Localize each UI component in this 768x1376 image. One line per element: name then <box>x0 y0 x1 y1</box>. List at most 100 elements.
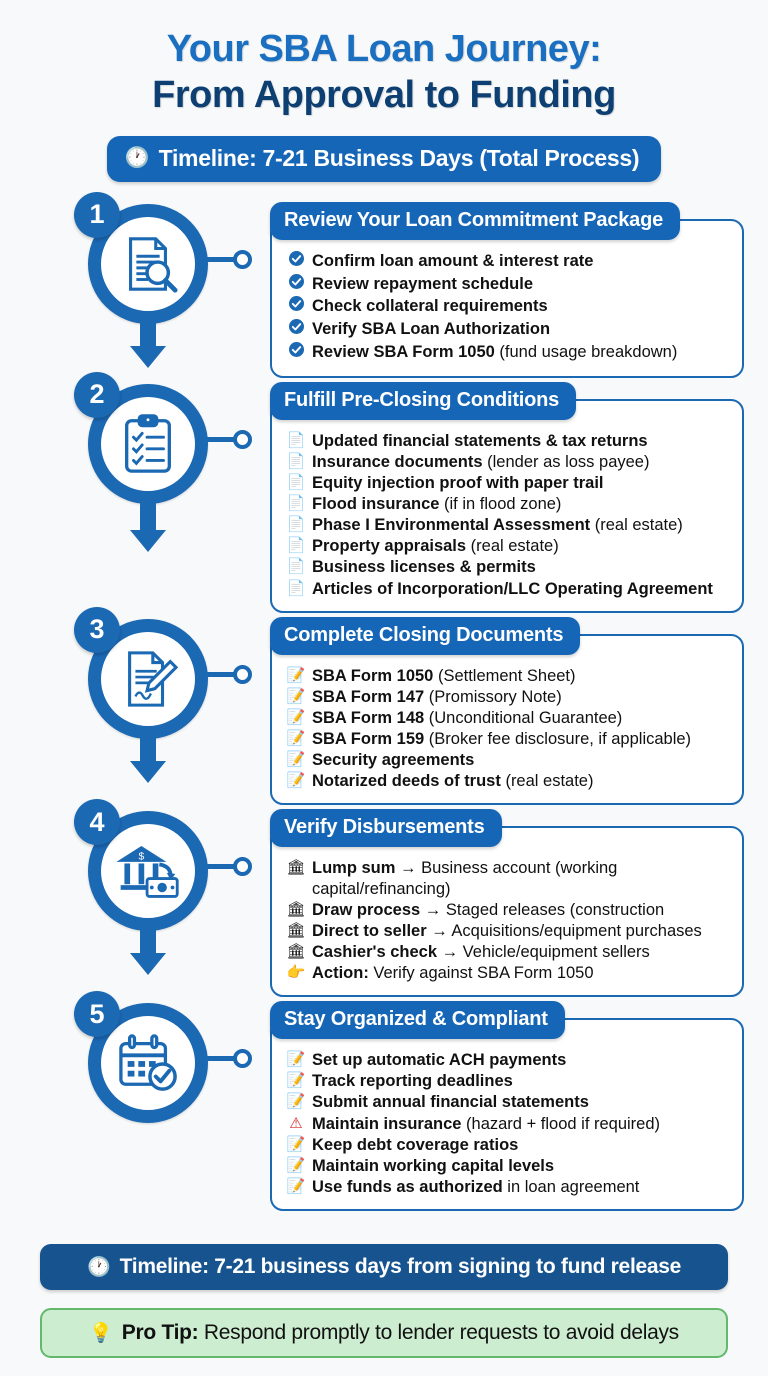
step-down-arrow-icon <box>130 730 166 783</box>
step-number-badge: 3 <box>74 606 120 653</box>
step-card-5: Stay Organized & Compliant📝Set up automa… <box>270 1001 744 1212</box>
bullet-text-primary: Business licenses & permits <box>312 558 536 577</box>
pro-tip-text: Pro Tip: Respond promptly to lender requ… <box>122 1321 679 1345</box>
bullet-text-primary: Lump sum <box>312 859 396 878</box>
bullet-item: 📝SBA Form 1050 (Settlement Sheet) <box>286 666 730 686</box>
step-number-badge: 2 <box>74 371 120 418</box>
bullet-text-detail: (hazard + flood if required) <box>461 1114 661 1133</box>
page-document-icon: 📄 <box>286 558 306 576</box>
bullet-text-primary: Keep debt coverage ratios <box>312 1135 519 1154</box>
memo-pencil-icon: 📝 <box>286 666 306 684</box>
step-card-column: Complete Closing Documents📝SBA Form 1050… <box>270 613 744 806</box>
bullet-item: 📄Equity injection proof with paper trail <box>286 473 730 493</box>
bullet-text: Lump sum → Business account (working cap… <box>312 858 730 898</box>
bullet-text: Phase I Environmental Assessment (real e… <box>312 515 730 535</box>
bullet-text: Flood insurance (if in flood zone) <box>312 494 730 514</box>
bullet-text-primary: Flood insurance <box>312 495 440 514</box>
bank-icon: 🏛 <box>286 921 306 939</box>
calendar-check-icon <box>88 1003 208 1123</box>
step-connector-line <box>206 864 240 870</box>
step-bullet-list: 🏛 Lump sum → Business account (working ca… <box>286 858 730 983</box>
bullet-text-primary: Use funds as authorized <box>312 1177 503 1196</box>
page-document-icon: 📄 <box>286 452 306 470</box>
bullet-text-primary: Equity injection proof with paper trail <box>312 473 604 492</box>
bullet-item: 📝Submit annual financial statements <box>286 1092 730 1112</box>
bank-money-transfer-icon: $ <box>88 811 208 931</box>
bullet-text: SBA Form 148 (Unconditional Guarantee) <box>312 708 730 728</box>
page-title: Your SBA Loan Journey: From Approval to … <box>0 0 768 119</box>
footer-timeline-text: Timeline: 7-21 business days from signin… <box>119 1255 682 1278</box>
bullet-item: 📄Flood insurance (if in flood zone) <box>286 494 730 514</box>
bullet-item: Confirm loan amount & interest rate <box>286 250 730 273</box>
bullet-text-primary: Action: <box>312 964 369 983</box>
step-connector-line <box>206 256 240 262</box>
bullet-item: 🏛Cashier's check → Vehicle/equipment sel… <box>286 942 730 962</box>
bullet-text: Insurance documents (lender as loss paye… <box>312 452 730 472</box>
bullet-item: 📝 SBA Form 148 (Unconditional Guarantee) <box>286 708 730 728</box>
bullet-text: Security agreements <box>312 750 730 770</box>
bullet-text: Notarized deeds of trust (real estate) <box>312 771 730 791</box>
notepad-icon: 📝 <box>286 1093 306 1111</box>
bullet-text-primary: Articles of Incorporation/LLC Operating … <box>312 579 713 598</box>
bullet-item: 🏛Draw process → Staged releases (constru… <box>286 900 730 920</box>
notepad-icon: 📝 <box>286 1051 306 1069</box>
bullet-text-detail: in loan agreement <box>502 1177 640 1196</box>
bullet-text-primary: Review SBA Form 1050 <box>312 342 495 361</box>
step-connector-dot <box>233 429 252 449</box>
bullet-text-detail: → Business account (working capital/refi… <box>312 859 618 898</box>
memo-pencil-icon: 📝 <box>286 772 306 790</box>
pro-tip-body: Respond promptly to lender requests to a… <box>198 1321 679 1344</box>
memo-pencil-icon: 📝 <box>286 730 306 748</box>
warning-icon: ⚠ <box>289 1114 303 1132</box>
bullet-text: Direct to seller → Acquisitions/equipmen… <box>312 921 730 941</box>
bullet-item: Check collateral requirements <box>286 296 730 318</box>
step-card-header: Fulfill Pre-Closing Conditions <box>270 381 577 420</box>
bullet-text-primary: SBA Form 148 <box>312 708 425 727</box>
step-connector-dot <box>233 249 252 269</box>
memo-pencil-icon: 📝 <box>286 708 306 726</box>
bullet-item: Review repayment schedule <box>286 273 730 296</box>
bullet-item: 📝 Security agreements <box>286 750 730 770</box>
step-down-arrow-icon <box>130 315 166 368</box>
bullet-text-primary: Confirm loan amount & interest rate <box>312 251 594 270</box>
bank-icon: 🏛 <box>286 942 306 960</box>
step-number-badge: 1 <box>74 191 120 238</box>
bullet-text-detail: (real estate) <box>466 537 559 556</box>
step-card-4: Verify Disbursements🏛Lump sum → Business… <box>270 809 744 998</box>
bullet-text: SBA Form 147 (Promissory Note) <box>312 687 730 707</box>
bullet-text-primary: Insurance documents <box>312 452 483 471</box>
bullet-item: 📝 Notarized deeds of trust (real estate) <box>286 771 730 791</box>
bullet-item: Review SBA Form 1050 (fund usage breakdo… <box>286 341 730 364</box>
pro-tip-label: Pro Tip: <box>121 1321 199 1344</box>
bullet-text-detail: (real estate) <box>500 772 594 791</box>
bullet-item: 📄Updated financial statements & tax retu… <box>286 431 730 451</box>
title-line-1: Your SBA Loan Journey: <box>166 28 602 70</box>
bullet-text-primary: Cashier's check <box>312 942 437 961</box>
bullet-text-primary: Set up automatic ACH payments <box>312 1051 567 1070</box>
bullet-text: Maintain working capital levels <box>312 1156 730 1176</box>
step-marker-5: 5 <box>74 991 252 1124</box>
bullet-text: Keep debt coverage ratios <box>312 1135 730 1155</box>
bullet-text: Set up automatic ACH payments <box>312 1050 730 1070</box>
memo-pencil-icon: 📝 <box>286 751 306 769</box>
step-2: 2 Fulfill Pre-Closing Conditions 📄Updated … <box>0 371 744 613</box>
step-connector-dot <box>233 857 252 877</box>
blue-check-icon <box>286 296 306 318</box>
bullet-text-detail: (lender as loss payee) <box>482 452 650 471</box>
step-connector-dot <box>233 1049 252 1069</box>
bullet-item: 📝SBA Form 159 (Broker fee disclosure, if… <box>286 729 730 749</box>
bullet-item: 📄 Business licenses & permits <box>286 557 730 577</box>
bullet-text-primary: Direct to seller <box>312 921 427 940</box>
bullet-item: 📝Use funds as authorized in loan agreeme… <box>286 1177 730 1197</box>
bullet-item: 📝 Maintain working capital levels <box>286 1156 730 1176</box>
blue-check-icon <box>286 250 306 273</box>
bullet-text-detail: (Settlement Sheet) <box>433 666 576 685</box>
notepad-icon: 📝 <box>286 1156 306 1174</box>
page-document-icon: 📄 <box>286 537 306 555</box>
step-marker-2: 2 <box>74 371 252 504</box>
step-connector-dot <box>233 664 252 684</box>
bullet-text: Confirm loan amount & interest rate <box>312 251 730 271</box>
pointing-finger-icon: 👉 <box>286 964 306 982</box>
